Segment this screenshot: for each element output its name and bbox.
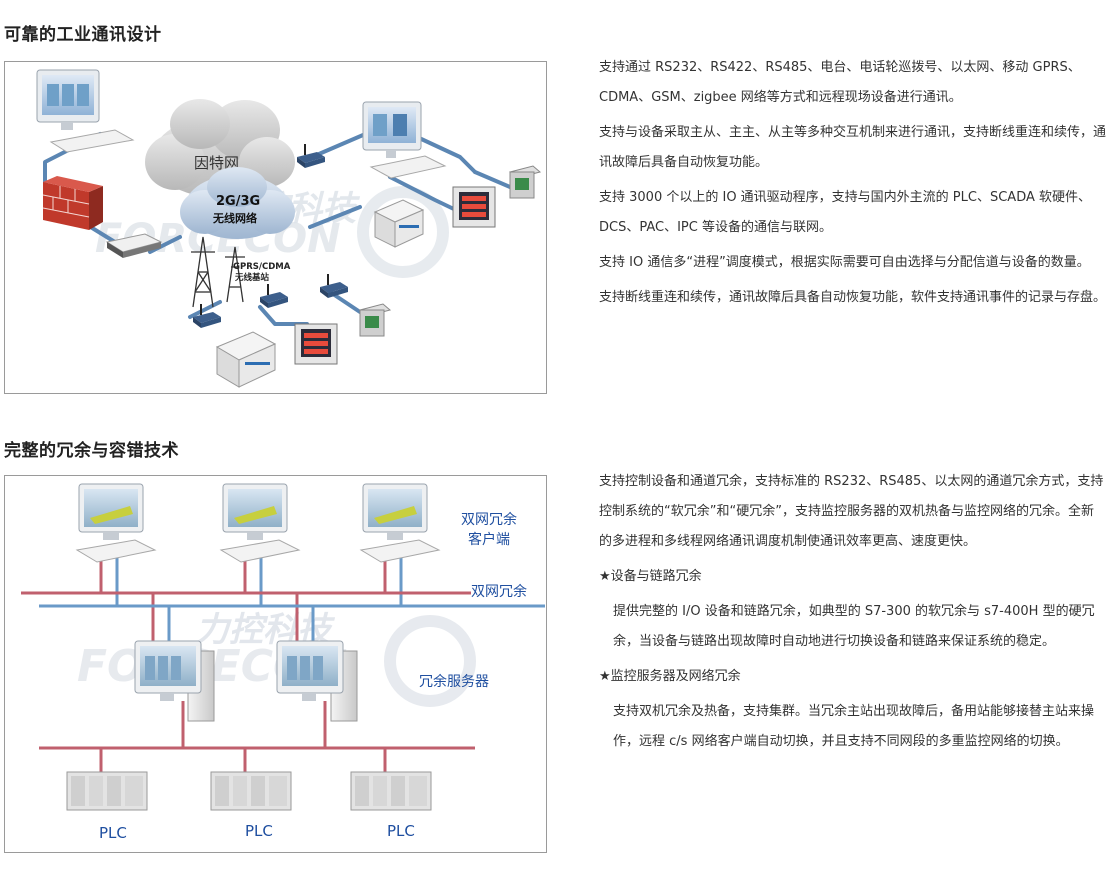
computer-icon xyxy=(362,101,447,179)
power-meter-icon xyxy=(452,186,496,228)
modem-icon xyxy=(320,274,348,298)
plc-icon xyxy=(373,199,425,248)
communication-description: 支持通过 RS232、RS422、RS485、电台、电话轮巡拨号、以太网、移动 … xyxy=(599,53,1106,318)
client-computer-icon xyxy=(359,483,441,563)
server-label: 冗余服务器 xyxy=(419,673,489,690)
computer-icon xyxy=(36,69,135,153)
paragraph: 支持 3000 个以上的 IO 通讯驱动程序，支持与国内外主流的 PLC、SCA… xyxy=(599,190,1092,235)
plc-label: PLC xyxy=(387,822,415,840)
wireless-cloud xyxy=(180,167,295,239)
server-computer-icon xyxy=(134,640,215,722)
internet-label: 因特网 xyxy=(194,154,239,172)
redundancy-network-figure: 力控科技 FORCECON xyxy=(4,475,547,853)
client-label-line1: 双网冗余 xyxy=(461,511,517,528)
plc-icon xyxy=(215,331,277,388)
modem-icon xyxy=(260,284,288,308)
client-label-line2: 客户端 xyxy=(468,531,510,548)
dual-network-label: 双网冗余 xyxy=(471,583,527,600)
router-icon xyxy=(105,233,163,258)
breaker-icon xyxy=(508,165,542,199)
tower-icon xyxy=(191,236,215,308)
plc-icon xyxy=(210,771,292,811)
paragraph: 支持 IO 通信多“进程”调度模式，根据实际需要可自由选择与分配信道与设备的数量… xyxy=(599,255,1090,270)
modem-icon xyxy=(297,144,325,168)
feature-heading: ★设备与链路冗余 xyxy=(599,569,702,584)
plc-label: PLC xyxy=(245,822,273,840)
plc-icon xyxy=(66,771,148,811)
communication-network-figure: 力控科技 FORCECON xyxy=(4,61,547,394)
power-meter-icon xyxy=(294,323,338,365)
paragraph: 支持与设备采取主从、主主、从主等多种交互机制来进行通讯，支持断线重连和续传，通讯… xyxy=(599,125,1106,170)
gprs-label-line1: GPRS/CDMA xyxy=(233,262,291,272)
paragraph: 支持通过 RS232、RS422、RS485、电台、电话轮巡拨号、以太网、移动 … xyxy=(599,60,1081,105)
section-title-redundancy: 完整的冗余与容错技术 xyxy=(4,441,179,461)
paragraph: 支持控制设备和通道冗余，支持标准的 RS232、RS485、以太网的通道冗余方式… xyxy=(599,474,1104,549)
redundancy-description: 支持控制设备和通道冗余，支持标准的 RS232、RS485、以太网的通道冗余方式… xyxy=(599,467,1106,762)
client-computer-icon xyxy=(75,483,157,563)
network-links xyxy=(99,556,403,776)
server-computer-icon xyxy=(276,640,358,722)
breaker-icon xyxy=(358,303,392,337)
feature-heading: ★监控服务器及网络冗余 xyxy=(599,669,741,684)
firewall-icon xyxy=(42,176,103,230)
paragraph: 支持双机冗余及热备，支持集群。当冗余主站出现故障后，备用站能够接替主站来操作，远… xyxy=(613,704,1095,749)
section-title-communication: 可靠的工业通讯设计 xyxy=(4,25,162,45)
plc-icon xyxy=(350,771,432,811)
gprs-label-line2: 无线基站 xyxy=(234,272,270,283)
paragraph: 提供完整的 I/O 设备和链路冗余，如典型的 S7-300 的软冗余与 s7-4… xyxy=(613,604,1095,649)
plc-label: PLC xyxy=(99,824,127,842)
wireless-label-line2: 无线网络 xyxy=(212,211,257,225)
wireless-label-line1: 2G/3G xyxy=(216,194,260,209)
client-computer-icon xyxy=(219,483,301,563)
modem-icon xyxy=(193,304,221,328)
tower-icon xyxy=(225,246,245,303)
paragraph: 支持断线重连和续传，通讯故障后具备自动恢复功能，软件支持通讯事件的记录与存盘。 xyxy=(599,290,1106,305)
